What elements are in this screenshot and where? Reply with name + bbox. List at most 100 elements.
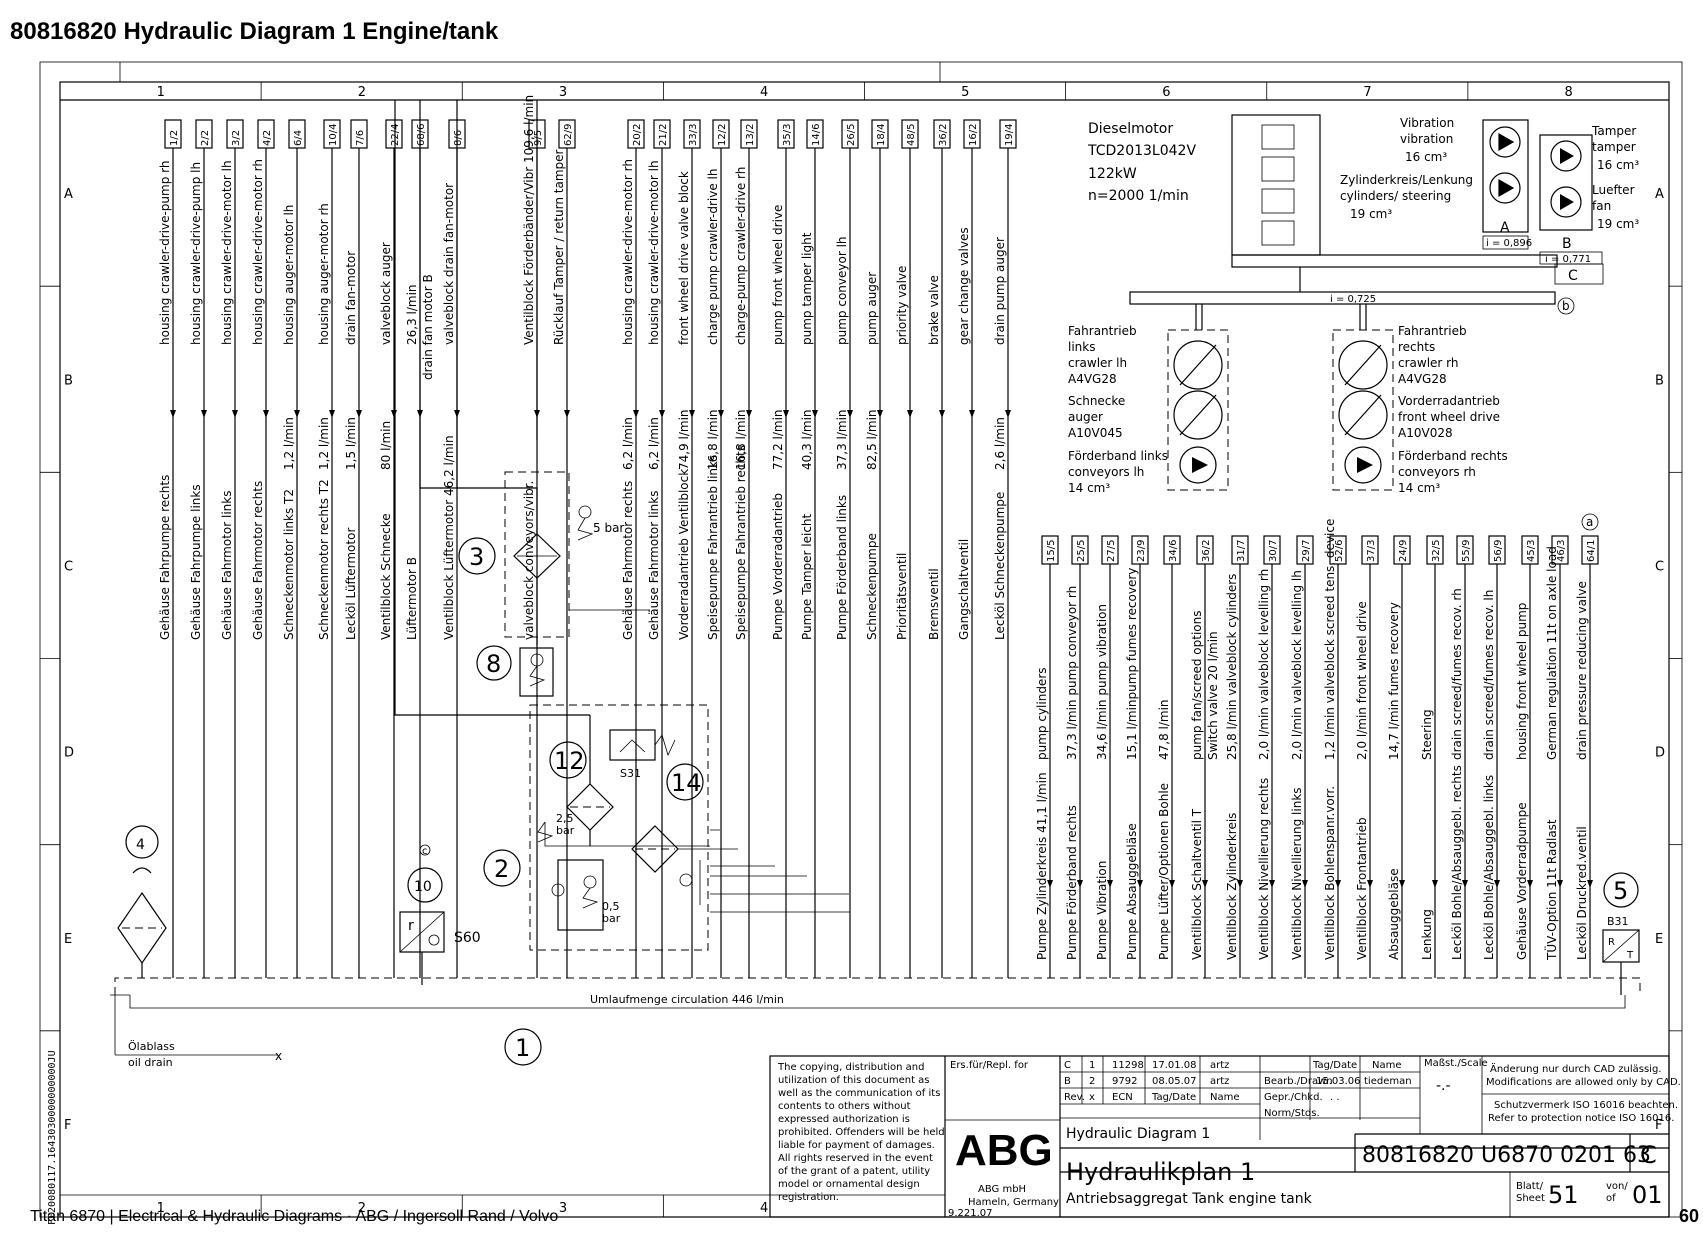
line-label-en: drain screed/fumes recov. rh [1450,588,1464,760]
s60-label: S60 [454,930,481,946]
pump-a-label-2: vibration [1400,132,1453,146]
line-label-en: pump cylinders [1035,667,1049,760]
line-label-de: Pumpe Förderband links [835,495,849,640]
line-label-en: housing crawler-drive-motor rh [251,159,265,345]
line-flow: 16,8 l/min [734,409,748,470]
line-label-en: 14,7 l/min fumes recovery [1387,602,1401,760]
valve-05bar-label: 0,5 [602,900,620,913]
line-ref: 48/5 [906,124,917,146]
page-title: 80816820 Hydraulic Diagram 1 Engine/tank [10,18,499,45]
line-label-de: Pumpe Vibration [1095,861,1109,960]
line-label-en: housing crawler-drive-pump lh [189,162,203,345]
drawn-name: tiedeman [1364,1076,1412,1087]
line-flow: 2,6 l/min [993,417,1007,470]
pump-b-label-4: fan [1592,199,1611,213]
line-ref: 2/2 [200,130,211,146]
line-label-en: drain screed/fumes recov. lh [1482,590,1496,760]
rev-letter: C [1064,1060,1071,1071]
pump-a-vol-2: 19 cm³ [1350,207,1392,221]
line-label-en: housing crawler-drive-pump rh [158,161,172,345]
pump-stack-right [1332,304,1394,491]
line-label-de: Prioritätsventil [895,553,909,640]
line-label-de: Ventilblock Bohlenspanr.vorr. [1323,786,1337,960]
line-flow: 80 l/min [379,421,393,470]
column-label-bottom: 1 [157,1201,165,1216]
row-label-right: A [1655,187,1664,202]
mark-c: c [422,846,428,857]
copyright-notice-line: All rights reserved in the event [778,1153,933,1164]
sheet-total: 01 [1632,1181,1663,1209]
line-label-en: charge pump crawler-drive lh [706,169,720,345]
line-flow: 40,3 l/min [800,409,814,470]
pump-label: 14 cm³ [1068,481,1110,495]
line-label-de: Schneckenpumpe [865,533,879,640]
line-label-de: Pumpe Tamper leicht [800,513,814,640]
line-ref: 4/2 [262,130,273,146]
line-label-de: Bremsventil [927,568,941,640]
rev-name: Name [1210,1092,1240,1103]
pump-label: auger [1068,410,1103,424]
line-ref: 21/2 [658,124,669,146]
column-label: 6 [1162,85,1170,100]
s31-label: S31 [620,767,641,780]
line-label-de: Schneckenmotor links T2 [282,489,296,640]
line-label-en: housing auger-motor rh [317,203,331,345]
pump-group-a: Vibration vibration 16 cm³ Zylinderkreis… [1340,116,1532,250]
line-label-en: valveblock drain fan-motor [442,183,456,345]
name-label: Name [1372,1060,1402,1071]
line-ref: 64/1 [1586,540,1597,562]
line-ref: 27/5 [1106,540,1117,562]
line-ref: 6/4 [293,130,304,146]
pump-c-letter: C [1568,268,1578,284]
line-sub: Switch valve 20 l/min [1206,631,1220,760]
line-label-de: Vorderradantrieb Ventilblock [677,469,691,640]
line-label-en: pump fan/screed options [1190,611,1204,760]
column-label: 5 [961,85,969,100]
bottom-line-11: 37/32,0 l/min front wheel driveVentilblo… [1355,535,1379,978]
abg-logo: ABG [955,1126,1053,1175]
line-label-de: Gehäuse Fahrpumpe links [189,484,203,640]
component-14-label: 14 [671,769,702,797]
company-name: ABG mbH [978,1184,1026,1195]
pump-label: links [1068,340,1095,354]
pump-b-letter: B [1562,236,1572,252]
component-12-14-filter-group: 12 S31 14 2,5 bar 0,5 bar 2 [394,100,850,951]
line-label-en: charge-pump crawler-drive rh [734,167,748,345]
copyright-notice-line: expressed authorization is [778,1114,910,1125]
component-8-label: 8 [486,650,501,678]
scale-value: -.- [1436,1078,1451,1094]
page-footer: Titan 6870 | Electrical & Hydraulic Diag… [30,1208,559,1225]
line-label-en: 2,0 l/min valveblock levelling rh [1257,569,1271,760]
pump-stack-left [1167,304,1229,491]
component-10-label: 10 [414,879,432,895]
pump-label: A4VG28 [1398,372,1447,386]
oil-drain-de: Ölablass [128,1040,175,1053]
line-ref: 46/3 [1556,540,1567,562]
line-ref: 23/9 [1136,540,1147,562]
line-label-en: pump auger [865,272,879,345]
row-label: D [64,746,74,761]
copyright-notice-line: prohibited. Offenders will be held [778,1127,945,1138]
cad-note-2: Modifications are allowed only by CAD. [1486,1077,1681,1088]
b31-r-label: R [1608,937,1615,948]
line-label-de: Absauggebläse [1387,868,1401,960]
line-ref: 12/2 [717,124,728,146]
line-label-de: Lecköl Bohle/Absauggebl. links [1482,775,1496,960]
line-ref: 36/2 [938,124,949,146]
